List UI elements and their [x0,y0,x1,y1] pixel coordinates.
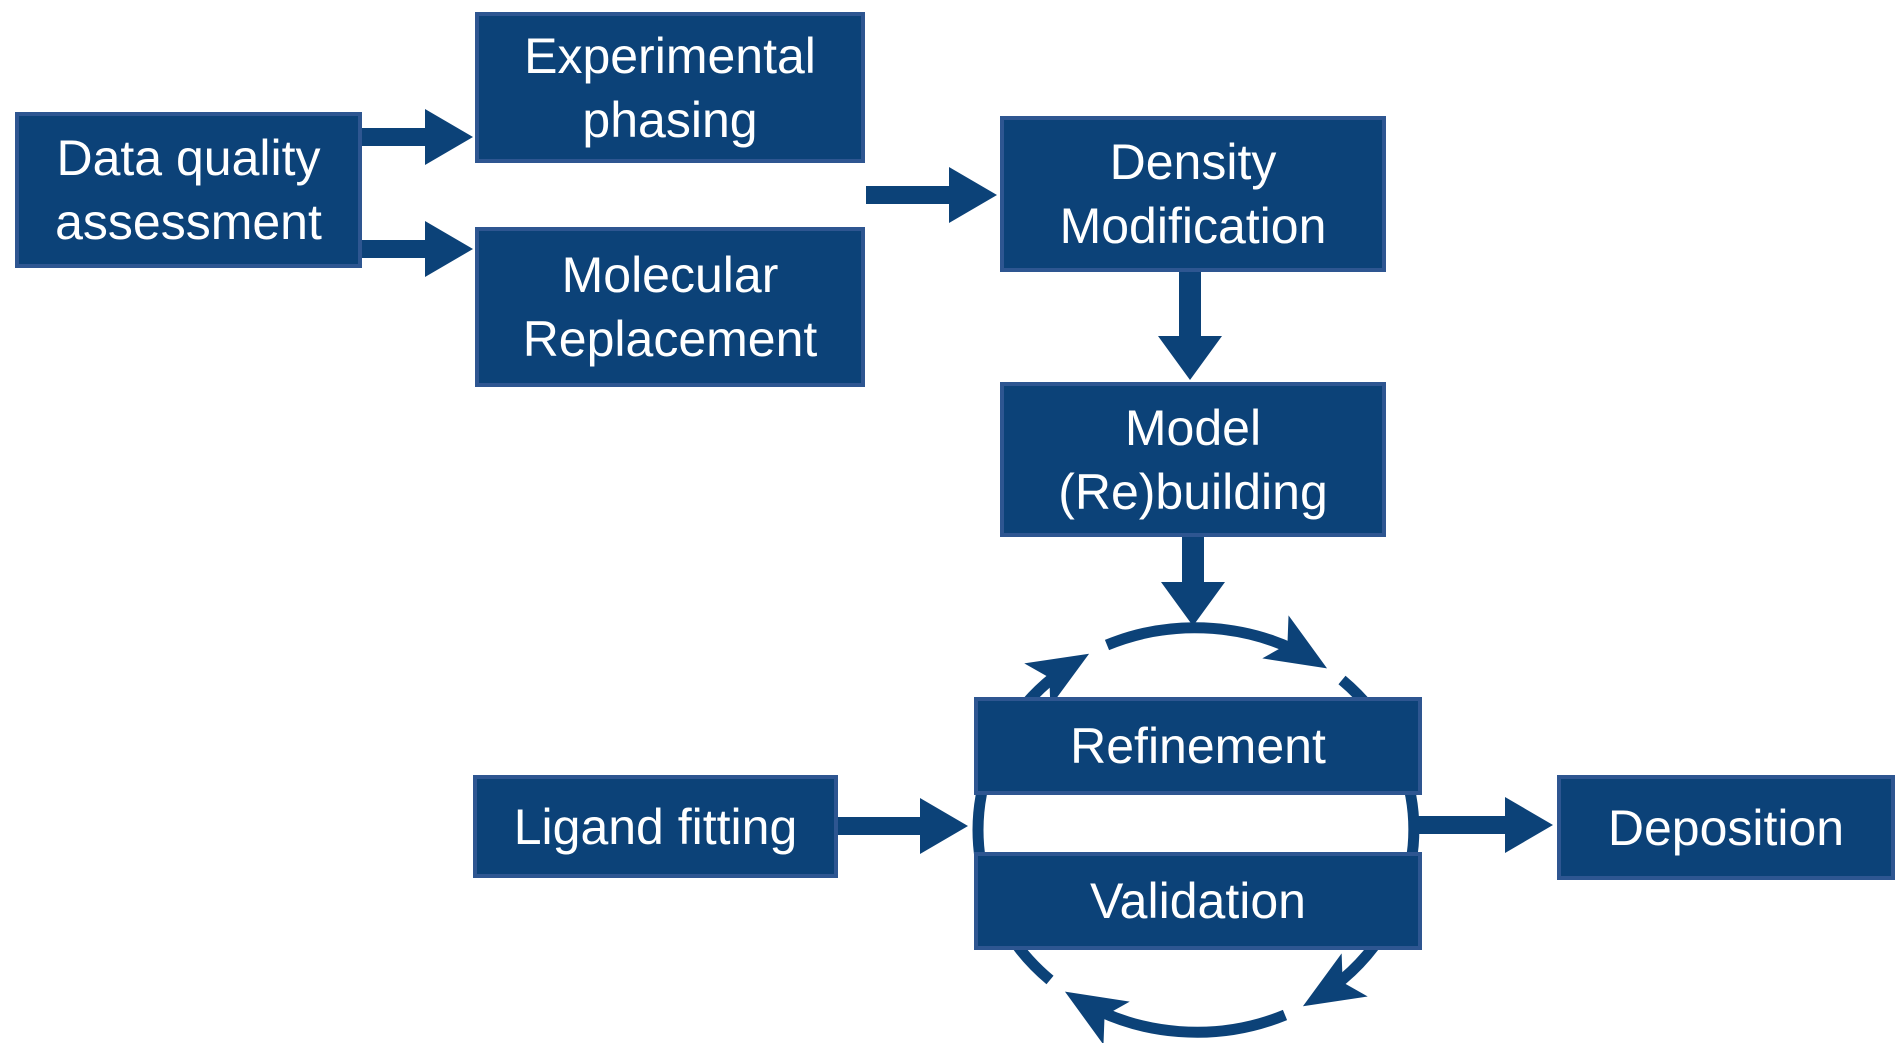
arrow-ligand-fitting-to-cycle [838,798,968,854]
refinement-validation-cycle [972,615,1420,1043]
node-deposition: Deposition [1557,775,1895,880]
arrow-cycle-to-deposition [1414,797,1553,853]
node-model-rebuilding: Model (Re)building [1000,382,1386,537]
node-experimental-phasing: Experimental phasing [475,12,865,163]
node-refinement: Refinement [974,697,1422,795]
cycle-arc-top [1104,615,1328,669]
node-data-quality-assessment: Data quality assessment [15,112,362,268]
node-molecular-replacement: Molecular Replacement [475,227,865,387]
arrow-data-quality-to-molecular-replacement [362,221,473,277]
arrow-data-quality-to-experimental-phasing [362,109,473,165]
arrow-density-modification-to-model-rebuilding [1158,272,1222,380]
arrow-model-rebuilding-to-cycle [1161,537,1225,626]
node-ligand-fitting: Ligand fitting [473,775,838,878]
node-density-modification: Density Modification [1000,116,1386,272]
arrow-phasing-to-density-modification [866,167,997,223]
cycle-arc-bottom [1064,991,1288,1043]
node-validation: Validation [974,852,1422,950]
